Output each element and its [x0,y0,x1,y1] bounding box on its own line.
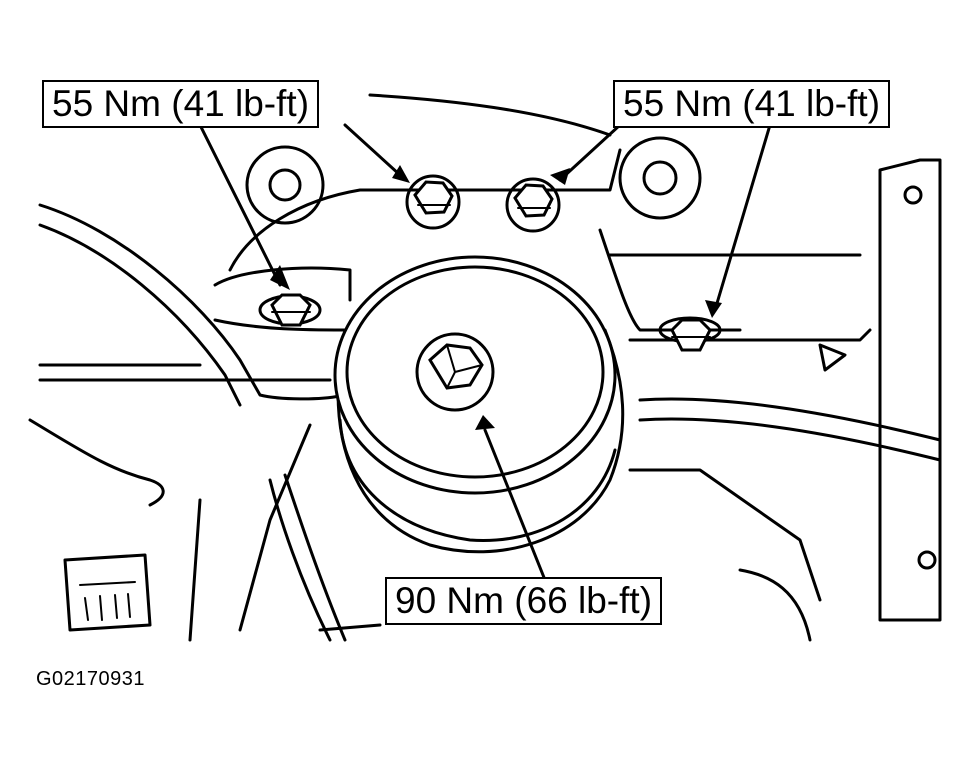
torque-callout-top-left: 55 Nm (41 lb-ft) [42,80,320,128]
torque-callout-top-right: 55 Nm (41 lb-ft) [613,80,891,128]
mount-ears [245,136,702,225]
bolt-center [415,332,495,412]
bolt-upper-left [405,174,461,230]
bolt-lower-right [658,316,722,352]
leader-lines [198,123,772,582]
mount-cylinder [333,255,625,554]
bolt-upper-right [505,177,561,233]
torque-callout-center-bolt: 90 Nm (66 lb-ft) [385,577,663,625]
figure-id: G02170931 [36,668,146,690]
bolt-lower-left [258,293,322,327]
